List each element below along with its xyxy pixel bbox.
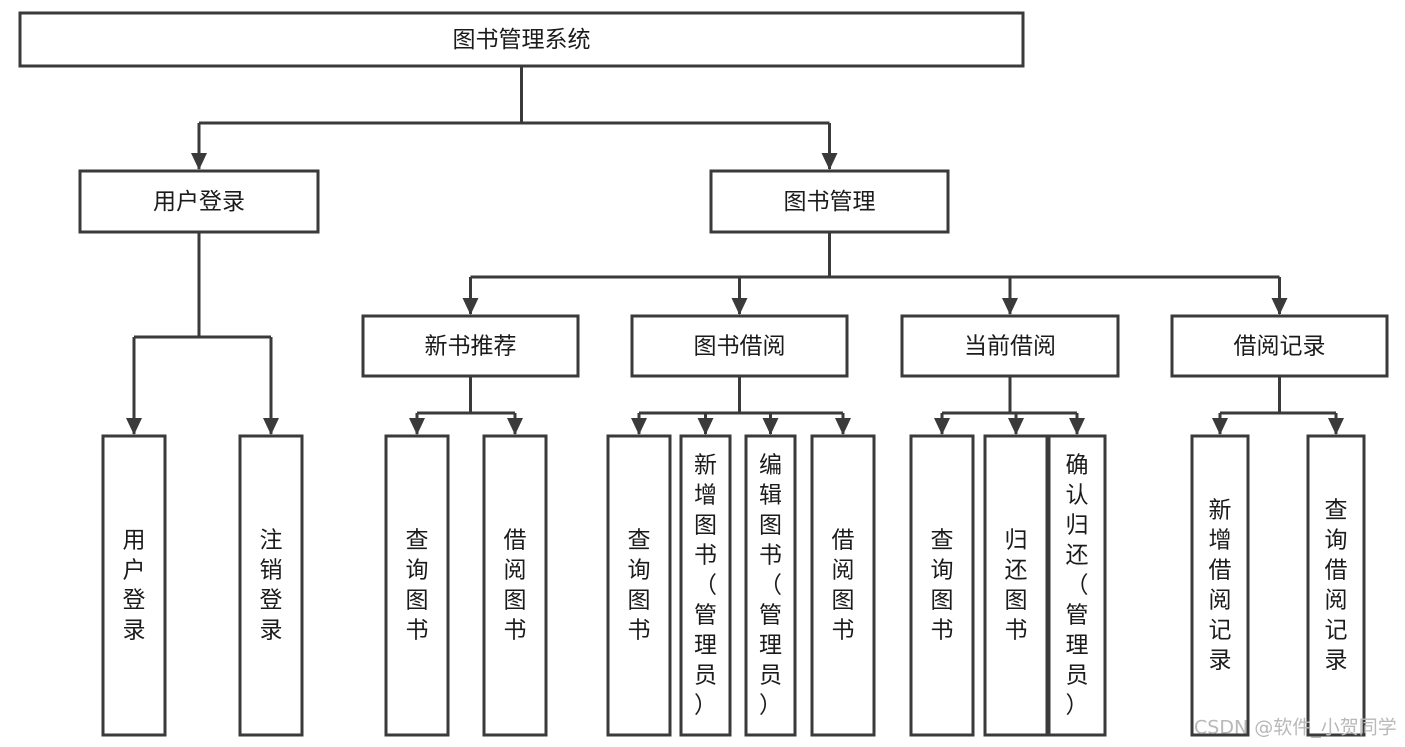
- node-new-book-recommend-rect: [361, 314, 580, 378]
- node-new-book-recommend[interactable]: 新书推荐: [361, 314, 580, 378]
- node-leaf-logout-login[interactable]: 注销登录: [238, 434, 304, 737]
- node-leaf-query-books-recommend[interactable]: 查询图书: [384, 434, 450, 737]
- node-leaf-add-borrow-record-rect: [1190, 434, 1250, 737]
- node-book-management[interactable]: 图书管理: [709, 169, 950, 234]
- node-leaf-add-book-admin-rect: [679, 434, 732, 737]
- node-leaf-query-books-current-rect: [909, 434, 975, 737]
- node-leaf-borrow-books-recommend[interactable]: 借阅图书: [482, 434, 548, 737]
- arrow-to-leaf-query-books-recommend-icon: [409, 418, 425, 435]
- node-leaf-return-books-rect: [983, 434, 1049, 737]
- node-borrow-records-label: 借阅记录: [1234, 334, 1326, 360]
- node-leaf-user-login[interactable]: 用户登录: [101, 434, 167, 737]
- node-leaf-query-books-borrow-label: 查询图书: [628, 527, 651, 643]
- node-current-borrow-label: 当前借阅: [964, 334, 1056, 360]
- arrow-to-new-book-recommend-icon: [462, 298, 479, 315]
- node-user-login-label: 用户登录: [153, 189, 245, 215]
- node-leaf-query-books-current-label: 查询图书: [931, 527, 954, 643]
- csdn-watermark: CSDN @软件_小贺同学: [1194, 717, 1397, 739]
- arrow-to-leaf-borrow-books-recommend-icon: [507, 418, 523, 435]
- node-user-login[interactable]: 用户登录: [78, 169, 320, 234]
- node-root-system[interactable]: 图书管理系统: [18, 11, 1025, 68]
- arrow-to-leaf-add-borrow-record-icon: [1212, 418, 1228, 435]
- node-leaf-query-books-recommend-rect: [384, 434, 450, 737]
- node-root-system-rect: [18, 11, 1025, 68]
- arrow-to-leaf-add-book-admin-icon: [697, 418, 714, 435]
- arrow-to-leaf-query-books-current-icon: [934, 418, 950, 435]
- node-book-borrow-rect: [630, 314, 849, 378]
- arrow-to-leaf-return-books-icon: [1008, 418, 1024, 435]
- arrow-to-leaf-confirm-return-admin-icon: [1069, 418, 1085, 435]
- node-book-management-rect: [709, 169, 950, 234]
- node-leaf-add-book-admin[interactable]: 新增图书（管理员）: [679, 434, 732, 737]
- node-current-borrow-rect: [900, 314, 1120, 378]
- arrow-to-book-management-icon: [821, 153, 838, 170]
- node-leaf-return-books-label: 归还图书: [1005, 527, 1028, 643]
- node-leaf-add-book-admin-label: 新增图书（管理员）: [694, 452, 717, 718]
- node-leaf-query-books-recommend-label: 查询图书: [406, 527, 429, 643]
- node-leaf-borrow-books-borrow-rect: [810, 434, 876, 737]
- node-leaf-borrow-books-borrow-label: 借阅图书: [832, 527, 855, 643]
- node-leaf-query-borrow-record-label: 查询借阅记录: [1325, 497, 1348, 673]
- node-new-book-recommend-label: 新书推荐: [425, 334, 517, 360]
- node-book-borrow-label: 图书借阅: [694, 334, 786, 360]
- node-leaf-query-books-borrow[interactable]: 查询图书: [606, 434, 672, 737]
- node-book-management-label: 图书管理: [784, 189, 876, 215]
- arrow-to-leaf-logout-login-icon: [263, 418, 279, 435]
- node-leaf-add-borrow-record-label: 新增借阅记录: [1209, 497, 1232, 673]
- node-borrow-records-rect: [1170, 314, 1389, 378]
- node-book-borrow[interactable]: 图书借阅: [630, 314, 849, 378]
- node-leaf-query-books-borrow-rect: [606, 434, 672, 737]
- arrow-to-current-borrow-icon: [1002, 298, 1018, 315]
- arrow-to-leaf-user-login-icon: [126, 418, 142, 435]
- node-leaf-edit-book-admin-label: 编辑图书（管理员）: [759, 452, 782, 718]
- arrow-to-user-login-icon: [191, 153, 207, 170]
- node-leaf-edit-book-admin[interactable]: 编辑图书（管理员）: [744, 434, 797, 737]
- node-leaf-query-books-current[interactable]: 查询图书: [909, 434, 975, 737]
- arrow-to-leaf-edit-book-admin-icon: [762, 418, 779, 435]
- node-leaf-edit-book-admin-rect: [744, 434, 797, 737]
- nodes-layer: 图书管理系统用户登录图书管理新书推荐图书借阅当前借阅借阅记录用户登录注销登录查询…: [18, 11, 1389, 737]
- arrow-to-leaf-query-books-borrow-icon: [631, 418, 647, 435]
- node-leaf-confirm-return-admin[interactable]: 确认归还（管理员）: [1047, 434, 1107, 737]
- node-leaf-logout-login-label: 注销登录: [260, 527, 283, 643]
- node-user-login-rect: [78, 169, 320, 234]
- node-current-borrow[interactable]: 当前借阅: [900, 314, 1120, 378]
- node-leaf-logout-login-rect: [238, 434, 304, 737]
- connectors-layer: [126, 66, 1344, 435]
- node-root-system-label: 图书管理系统: [453, 27, 591, 53]
- node-leaf-return-books[interactable]: 归还图书: [983, 434, 1049, 737]
- node-leaf-borrow-books-borrow[interactable]: 借阅图书: [810, 434, 876, 737]
- node-leaf-confirm-return-admin-rect: [1047, 434, 1107, 737]
- node-leaf-user-login-rect: [101, 434, 167, 737]
- node-leaf-add-borrow-record[interactable]: 新增借阅记录: [1190, 434, 1250, 737]
- node-leaf-confirm-return-admin-label: 确认归还（管理员）: [1066, 452, 1089, 718]
- node-leaf-query-borrow-record-rect: [1306, 434, 1366, 737]
- node-leaf-query-borrow-record[interactable]: 查询借阅记录: [1306, 434, 1366, 737]
- arrow-to-borrow-records-icon: [1271, 298, 1288, 315]
- arrow-to-leaf-query-borrow-record-icon: [1328, 418, 1344, 435]
- arrow-to-leaf-borrow-books-borrow-icon: [835, 418, 851, 435]
- node-borrow-records[interactable]: 借阅记录: [1170, 314, 1389, 378]
- node-leaf-borrow-books-recommend-rect: [482, 434, 548, 737]
- node-leaf-user-login-label: 用户登录: [123, 527, 146, 643]
- node-leaf-borrow-books-recommend-label: 借阅图书: [504, 527, 527, 643]
- arrow-to-book-borrow-icon: [731, 298, 748, 315]
